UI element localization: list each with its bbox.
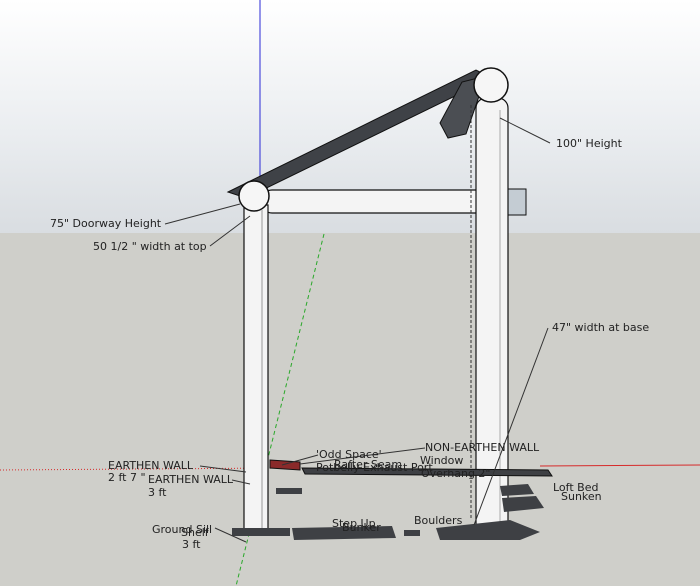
leader-line <box>199 465 247 473</box>
left-joint-sphere <box>238 180 270 212</box>
label-sunken: Sunken <box>561 490 602 503</box>
label-step-up: Step Up <box>332 517 376 530</box>
label-overhang: Overhang 2" <box>421 467 491 480</box>
label-100-height: 100" Height <box>556 137 622 150</box>
bunker-slab <box>404 530 420 536</box>
leader-line <box>214 527 247 543</box>
crossbeam <box>261 189 499 214</box>
label-potbelly-exhaust: Potbelly Exhaust Port <box>316 461 433 474</box>
label-earthen-wall-1-size: 2 ft 7 " <box>108 471 146 484</box>
label-boulders: Boulders <box>414 514 463 527</box>
label-window: Window <box>420 454 464 467</box>
red-axis-solid <box>539 464 700 467</box>
label-non-earthen-wall: NON-EARTHEN WALL <box>425 441 540 454</box>
label-loft-bed: Loft Bed <box>553 481 599 494</box>
ground-sill-slab <box>232 528 290 536</box>
label-width-top: 50 1/2 " width at top <box>93 240 207 253</box>
right-joint-sphere <box>473 67 509 103</box>
boulders-slab <box>436 520 540 540</box>
leader-line <box>209 215 251 247</box>
label-earthen-wall-2: EARTHEN WALL <box>148 473 234 486</box>
earthen-wall-slab <box>276 488 302 494</box>
leader-line <box>473 327 549 526</box>
label-bunker: Bunker <box>342 521 381 534</box>
label-earthen-wall-1: EARTHEN WALL <box>108 459 194 472</box>
label-rafter-seam: Rafter Seam <box>334 458 403 471</box>
loft-bed-slab <box>500 484 534 496</box>
leader-line <box>499 117 551 144</box>
label-shelf-size: 3 ft <box>182 538 201 551</box>
label-doorway-height: 75" Doorway Height <box>50 217 162 230</box>
label-width-base: 47" width at base <box>552 321 650 334</box>
step-up-slab <box>292 526 396 540</box>
leader-line <box>231 479 251 485</box>
leader-line <box>281 454 319 466</box>
label-ground-sill: Ground Sill <box>152 523 213 536</box>
label-odd-space: 'Odd Space' <box>316 448 382 461</box>
non-earthen-wall-slab <box>301 467 553 477</box>
sunken-slab <box>502 496 544 512</box>
leader-line <box>164 203 241 225</box>
left-post <box>243 204 269 533</box>
label-shelf: Shelf <box>181 526 209 539</box>
leader-line <box>299 447 426 465</box>
label-earthen-wall-2-size: 3 ft <box>148 486 167 499</box>
